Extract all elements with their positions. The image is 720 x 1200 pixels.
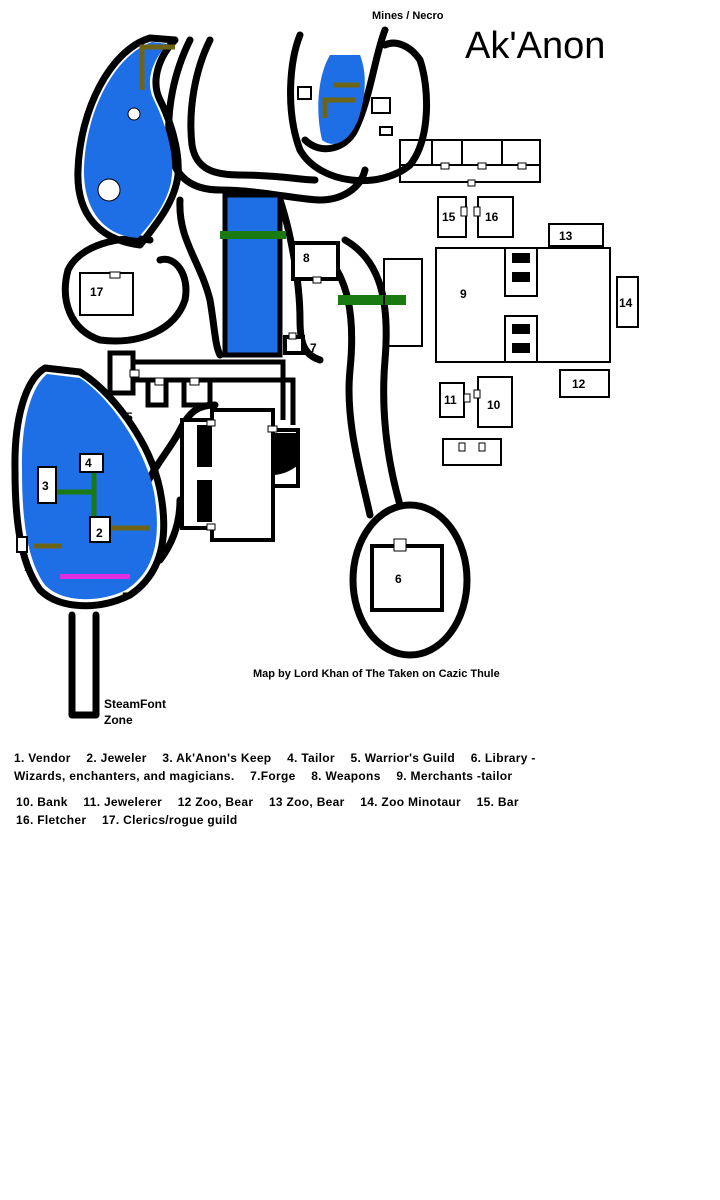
building-14	[616, 276, 639, 328]
building-13	[548, 223, 604, 247]
exit-south-label-2: Zone	[104, 713, 133, 727]
building-1	[16, 536, 28, 553]
nw-island-small	[127, 107, 141, 121]
keep	[180, 408, 300, 542]
hut-mines-2	[371, 97, 391, 114]
building-2	[89, 516, 111, 543]
legend-item: 3. Ak'Anon's Keep	[162, 751, 272, 765]
buildings	[16, 86, 444, 612]
east-corridor-inner	[316, 246, 374, 519]
marker-13: 13	[559, 229, 573, 243]
sw-lake-wall	[11, 364, 168, 610]
legend-item: 15. Bar	[476, 795, 519, 809]
walkways	[34, 44, 360, 549]
marker-5: 5	[126, 410, 133, 424]
legend-line-1: 1. Vendor 2. Jeweler 3. Ak'Anon's Keep 4…	[14, 749, 694, 767]
building-3	[37, 466, 57, 504]
akanon-map: Ak'Anon Mines / Necro SteamFont Zone Map…	[11, 10, 639, 727]
legend-item: 14. Zoo Minotaur	[360, 795, 462, 809]
east-complex	[383, 139, 639, 466]
marker-14: 14	[619, 296, 633, 310]
building-12	[559, 369, 610, 398]
marker-7: 7	[310, 341, 317, 355]
central-corridor-west	[176, 196, 224, 359]
legend-line-2: Wizards, enchanters, and magicians. 7.Fo…	[14, 767, 694, 785]
bridge-central	[220, 231, 286, 239]
legend-item: 4. Tailor	[287, 751, 335, 765]
storage-west	[383, 258, 423, 347]
central-water	[222, 192, 283, 358]
doors	[109, 162, 527, 552]
sw-lake-water	[21, 374, 157, 600]
south-shops	[442, 438, 502, 466]
bridge-east	[338, 295, 406, 305]
marker-17: 17	[90, 285, 104, 299]
exit-south-label-1: SteamFont	[104, 697, 166, 711]
marker-8: 8	[303, 251, 310, 265]
legend-item: 2. Jeweler	[86, 751, 147, 765]
legend-item: 6. Library -	[470, 751, 536, 765]
building-8	[291, 241, 340, 281]
map-title: Ak'Anon	[465, 25, 605, 67]
hut-mines-1	[297, 86, 312, 100]
marker-9: 9	[460, 287, 467, 301]
legend-line-4: 16. Fletcher 17. Clerics/rogue guild	[16, 811, 696, 829]
legend-item: 11. Jewelerer	[83, 795, 163, 809]
building-15	[437, 196, 467, 238]
legend-item: 16. Fletcher	[16, 813, 87, 827]
nw-lake-wall	[74, 34, 182, 249]
marker-p: P	[122, 590, 130, 604]
marker-15: 15	[442, 210, 456, 224]
building-4	[79, 453, 104, 473]
east-corridor	[341, 236, 404, 509]
legend-item: 5. Warrior's Guild	[350, 751, 456, 765]
mines-inner	[301, 26, 389, 153]
building-17	[79, 272, 134, 316]
legend-item: 17. Clerics/rogue guild	[101, 813, 238, 827]
guild17-wall	[61, 235, 190, 345]
building-6	[370, 544, 444, 612]
nw-island-big	[97, 178, 121, 202]
legend-line-3: 10. Bank 11. Jewelerer 12 Zoo, Bear 13 Z…	[16, 793, 696, 811]
marker-12: 12	[572, 377, 586, 391]
legend-lower: 10. Bank 11. Jewelerer 12 Zoo, Bear 13 Z…	[16, 793, 696, 829]
map-credit: Map by Lord Khan of The Taken on Cazic T…	[253, 668, 500, 680]
marker-2: 2	[96, 526, 103, 540]
mines-wall	[287, 31, 430, 185]
magenta-dock	[60, 574, 130, 579]
legend-item: 1. Vendor	[14, 751, 71, 765]
legend-item: 10. Bank	[16, 795, 68, 809]
library-oval	[349, 501, 471, 659]
exit-north-label: Mines / Necro	[372, 10, 444, 22]
legend-item: 7.Forge	[250, 769, 296, 783]
marker-6: 6	[395, 572, 402, 586]
marker-4: 4	[85, 456, 92, 470]
legend: 1. Vendor 2. Jeweler 3. Ak'Anon's Keep 4…	[14, 749, 694, 785]
building-10	[477, 376, 513, 428]
keep-corridor-south	[156, 496, 184, 564]
marker-16: 16	[485, 210, 499, 224]
marker-1: 1	[24, 560, 31, 574]
legend-item: Wizards, enchanters, and magicians.	[14, 769, 235, 783]
map-paths	[11, 26, 471, 719]
north-tunnel-wall	[165, 36, 369, 204]
north-tunnel-inner	[187, 36, 319, 184]
location-markers: 1 2 3 4 5 6 7 8 9 10 11 12 13 14 15 16 1…	[24, 210, 633, 586]
central-corridor-east	[276, 196, 324, 364]
steamfont-exit	[68, 611, 100, 719]
building-9	[435, 247, 611, 363]
building-16	[477, 196, 514, 238]
legend-item: 13 Zoo, Bear	[268, 795, 345, 809]
legend-item: 9. Merchants -tailor	[396, 769, 513, 783]
legend-item: 12 Zoo, Bear	[177, 795, 254, 809]
legend-item: 8. Weapons	[311, 769, 381, 783]
marker-3: 3	[42, 479, 49, 493]
marker-11: 11	[444, 393, 457, 407]
hut-mines-3	[379, 126, 393, 136]
keep-paths	[56, 470, 97, 520]
marker-10: 10	[487, 398, 501, 412]
